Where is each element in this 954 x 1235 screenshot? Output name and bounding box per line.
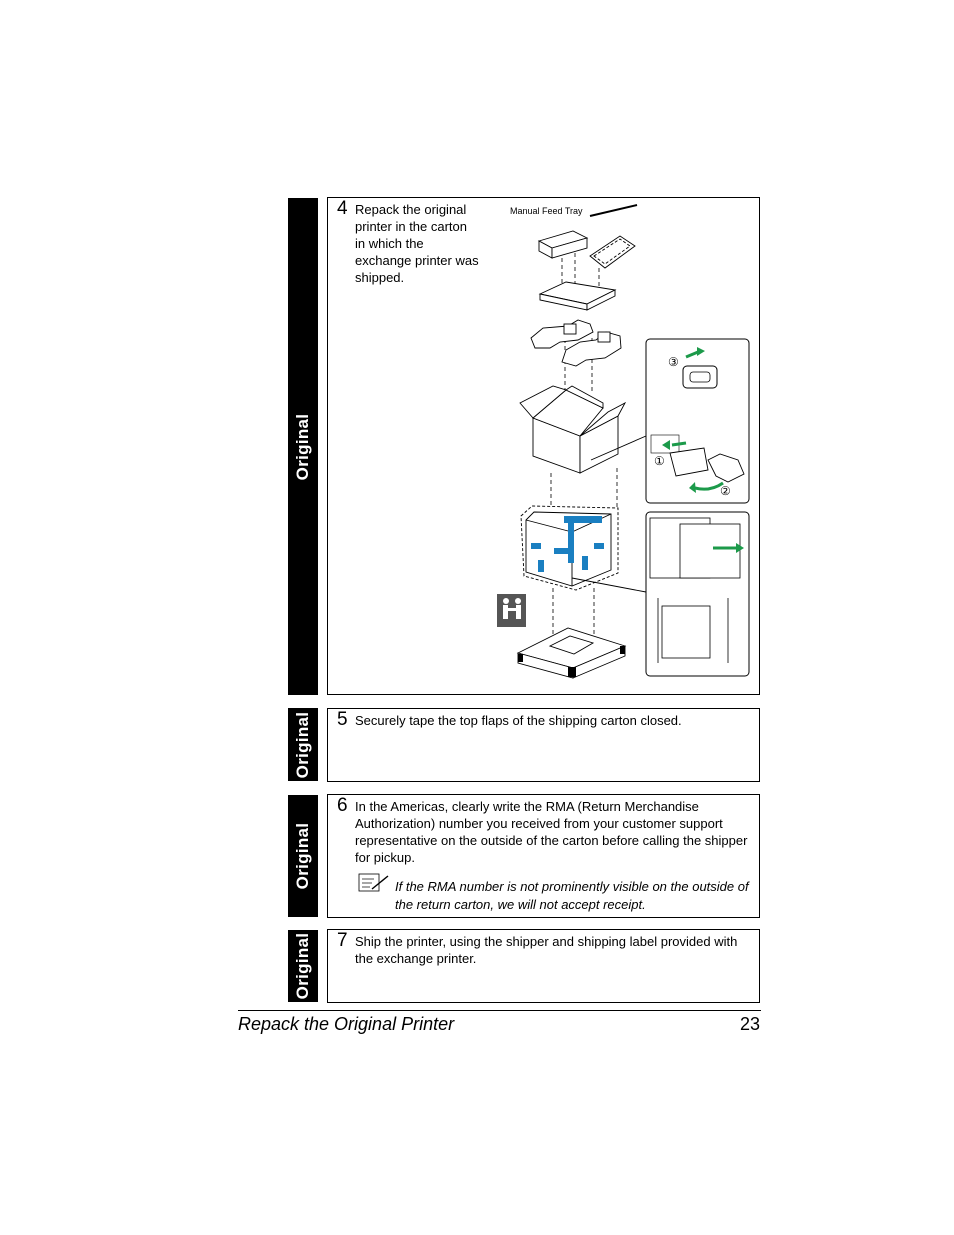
section-tab: Original [288, 795, 318, 917]
callout-2: ② [720, 484, 731, 498]
tab-label: Original [293, 933, 313, 1000]
repack-illustration: Manual Feed Tray [328, 198, 761, 696]
note-icon [358, 872, 390, 894]
tab-label: Original [293, 823, 313, 890]
footer-title: Repack the Original Printer [238, 1014, 454, 1035]
step-4-box: 4 Repack the original printer in the car… [327, 197, 760, 695]
callout-1: ① [654, 454, 665, 468]
step-number: 6 [337, 796, 348, 816]
step-text: In the Americas, clearly write the RMA (… [355, 798, 755, 866]
tab-label: Original [293, 711, 313, 778]
section-tab: Original [288, 930, 318, 1002]
illustration-label: Manual Feed Tray [510, 206, 583, 216]
step-6-box: 6 In the Americas, clearly write the RMA… [327, 794, 760, 918]
step-text: Ship the printer, using the shipper and … [355, 933, 755, 967]
callout-3: ③ [668, 355, 679, 369]
tab-label: Original [293, 413, 313, 480]
step-7-box: 7 Ship the printer, using the shipper an… [327, 929, 760, 1003]
section-tab: Original [288, 198, 318, 695]
step-number: 7 [337, 931, 348, 951]
page-number: 23 [740, 1014, 760, 1035]
step-5-box: 5 Securely tape the top flaps of the shi… [327, 708, 760, 782]
section-tab: Original [288, 708, 318, 781]
step-number: 5 [337, 710, 348, 730]
step-text: Securely tape the top flaps of the shipp… [355, 712, 755, 729]
footer-divider [238, 1010, 761, 1011]
note-text: If the RMA number is not prominently vis… [395, 878, 757, 914]
